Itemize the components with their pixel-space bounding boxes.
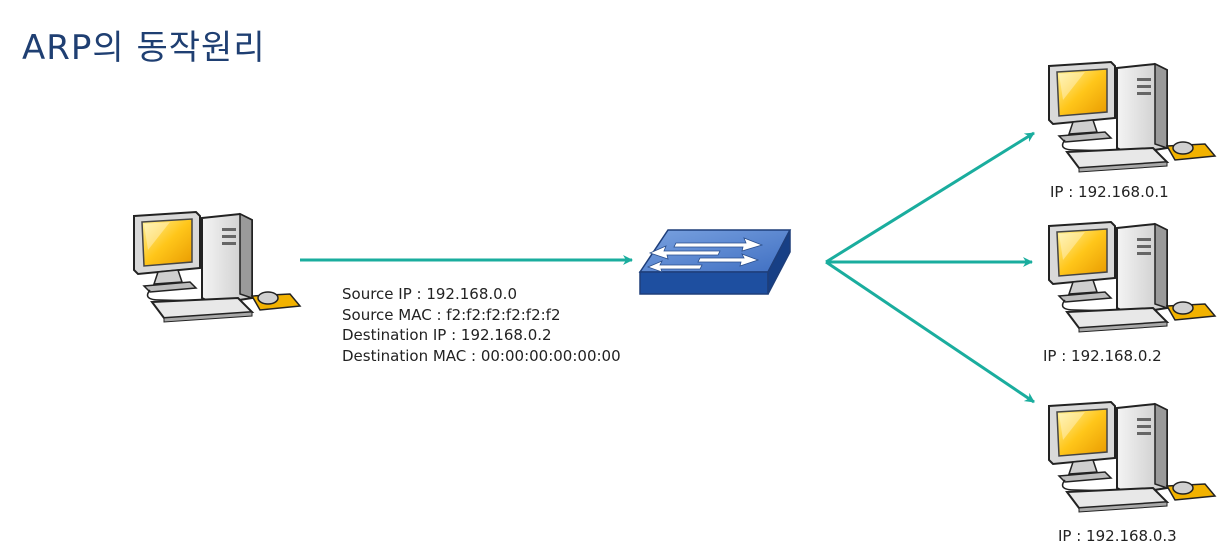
host-computer-icon-3 [1048,401,1216,513]
host-label-3: IP : 192.168.0.3 [1058,527,1177,545]
sender-computer-icon [133,211,301,323]
packet-source-mac: Source MAC : f2:f2:f2:f2:f2:f2 [342,305,561,324]
packet-destination-mac: Destination MAC : 00:00:00:00:00:00 [342,346,621,365]
arrow-switch-to-host-3 [825,260,1035,404]
arrow-switch-to-host-1 [825,131,1035,264]
host-computer-icon-2 [1048,221,1216,333]
arp-request-packet: Source IP : 192.168.0.0 Source MAC : f2:… [342,284,621,366]
host-label-2: IP : 192.168.0.2 [1043,347,1162,365]
host-computer-icon-1 [1048,61,1216,173]
packet-source-ip: Source IP : 192.168.0.0 [342,285,517,303]
switch-icon [638,229,792,295]
page-title: ARP의 동작원리 [22,28,266,68]
host-label-1: IP : 192.168.0.1 [1050,183,1169,201]
packet-destination-ip: Destination IP : 192.168.0.2 [342,326,552,344]
